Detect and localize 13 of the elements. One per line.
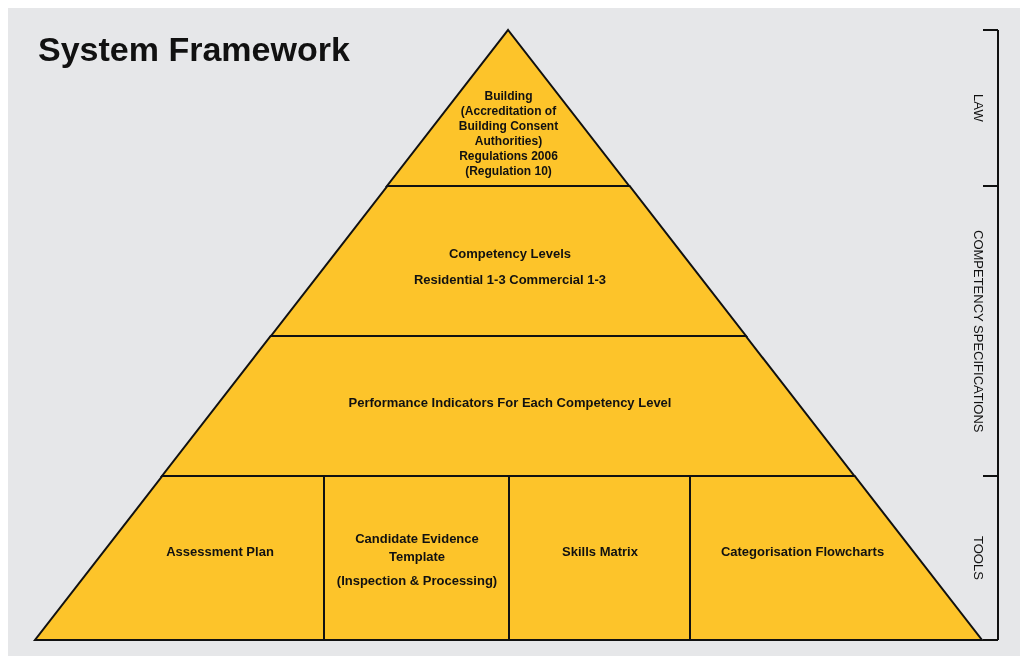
tier-sublabel: (Inspection & Processing) bbox=[336, 572, 498, 590]
section-label: COMPETENCY SPECIFICATIONS bbox=[970, 229, 986, 432]
tier-label: Competency Levels bbox=[447, 245, 573, 263]
section-label: LAW bbox=[970, 94, 986, 122]
tier-label: Candidate Evidence Template bbox=[354, 530, 480, 566]
tier-sublabel: Residential 1-3 Commercial 1-3 bbox=[412, 271, 608, 289]
tier-label: Skills Matrix bbox=[561, 543, 639, 561]
tier-label: Categorisation Flowcharts bbox=[719, 543, 886, 561]
section-label: TOOLS bbox=[970, 536, 986, 580]
diagram-title: System Framework bbox=[38, 30, 350, 69]
tier-label: Performance Indicators For Each Competency Level bbox=[347, 394, 673, 412]
tier-label: Building (Accreditation of Building Consent Authorities) Regulations 2006 (Regulation 10) bbox=[457, 89, 560, 179]
tier-label: Assessment Plan bbox=[165, 543, 275, 561]
